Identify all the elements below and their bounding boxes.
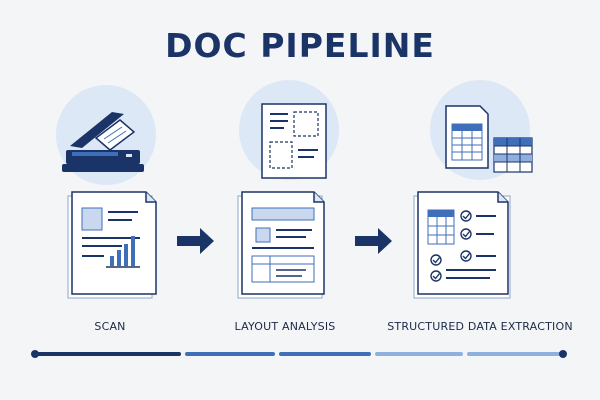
timeline (31, 350, 567, 358)
arrow-right-icon (177, 228, 214, 254)
arrow-right-icon (355, 228, 392, 254)
document-layout-icon (237, 191, 325, 299)
timeline-segment-5 (467, 352, 563, 356)
timeline-segment-3 (279, 352, 371, 356)
checklist-document-icon (413, 191, 511, 299)
document-chart-icon (67, 191, 157, 299)
timeline-dot-icon (559, 350, 567, 358)
spreadsheet-icon (445, 105, 533, 173)
scanner-icon (62, 112, 144, 172)
step-label-data-extraction: STRUCTURED DATA EXTRACTION (387, 320, 573, 333)
layout-blocks-icon (261, 103, 327, 179)
step-label-scan: SCAN (94, 320, 126, 333)
step-label-layout-analysis: LAYOUT ANALYSIS (234, 320, 336, 333)
timeline-segment-1 (35, 352, 181, 356)
page-title: DOC PIPELINE (165, 26, 435, 65)
timeline-segment-4 (375, 352, 463, 356)
timeline-segment-2 (185, 352, 275, 356)
